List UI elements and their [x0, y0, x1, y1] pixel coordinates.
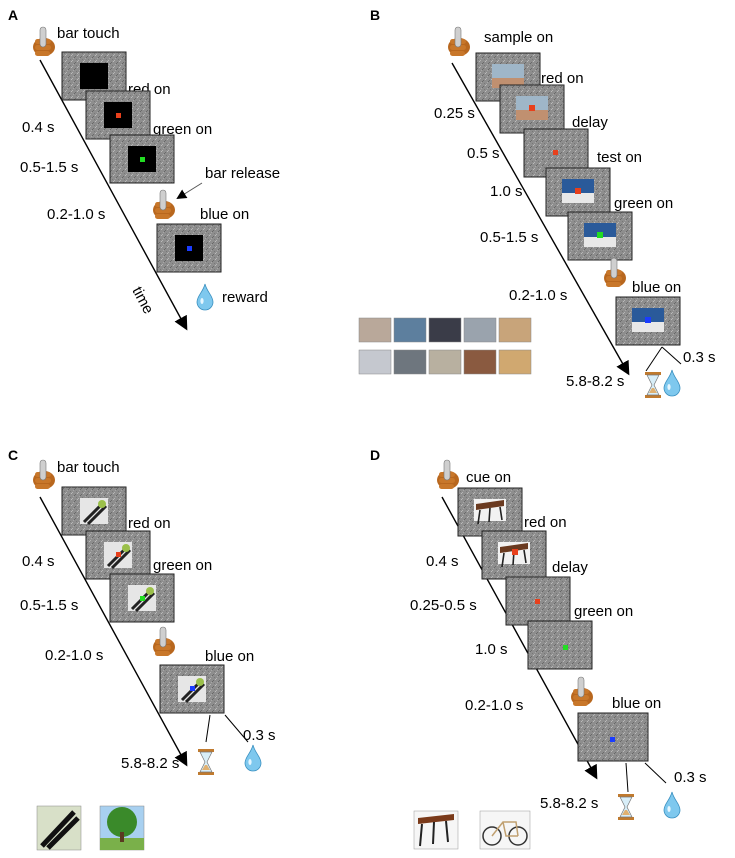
duration-0.4: 0.4 s: [426, 553, 459, 570]
blue-dot: [187, 246, 192, 251]
thumbnail: [463, 349, 497, 375]
panel-c: C bar touch red on green on 0.4 s 0.5-1.…: [8, 447, 276, 851]
duration-0.5: 0.5 s: [467, 145, 500, 162]
duration-0.2-1.0: 0.2-1.0 s: [465, 697, 523, 714]
time-axis-label: time: [128, 284, 156, 317]
duration-0.5-1.5: 0.5-1.5 s: [480, 229, 538, 246]
thumbnail: [393, 349, 427, 375]
screen-d4: [527, 620, 593, 670]
black-square: [80, 63, 108, 89]
timeline-arrow-d: [441, 496, 598, 780]
duration-0.4: 0.4 s: [22, 119, 55, 136]
event-reward: reward: [222, 289, 268, 306]
duration-0.4: 0.4 s: [22, 553, 55, 570]
thumbnail: [428, 349, 462, 375]
hourglass-icon: [197, 748, 215, 776]
event-green-on: green on: [614, 195, 673, 212]
hand-bar-icon: [447, 26, 471, 57]
duration-0.2-1.0: 0.2-1.0 s: [45, 647, 103, 664]
thumbnail: [498, 317, 532, 343]
water-drop-icon: [196, 283, 214, 311]
thumbnail: [428, 317, 462, 343]
duration-1.0: 1.0 s: [475, 641, 508, 658]
hand-release-icon: [152, 189, 176, 220]
water-drop-icon: [244, 744, 262, 772]
duration-0.25-0.5: 0.25-0.5 s: [410, 597, 477, 614]
event-blue-on: blue on: [200, 206, 249, 223]
sample-image-set: [358, 317, 532, 375]
panel-a: A time bar touch red on green on 0.4 s 0…: [8, 7, 280, 331]
green-dot: [140, 157, 145, 162]
duration-0.2-1.0: 0.2-1.0 s: [509, 287, 567, 304]
duration-0.5-1.5: 0.5-1.5 s: [20, 159, 78, 176]
timeline-arrow-a: [39, 59, 188, 331]
thumbnail: [358, 317, 392, 343]
thumbnail: [393, 317, 427, 343]
event-cue-on: cue on: [466, 469, 511, 486]
event-red-on: red on: [524, 514, 567, 531]
duration-1.0: 1.0 s: [490, 183, 523, 200]
event-red-on: red on: [128, 515, 171, 532]
timeline-arrow-c: [39, 496, 188, 767]
hand-release-icon: [152, 626, 176, 657]
duration-0.3: 0.3 s: [243, 727, 276, 744]
thumbnail: [498, 349, 532, 375]
hand-bar-icon: [32, 459, 56, 490]
screen-d5: [577, 712, 649, 762]
duration-0.25: 0.25 s: [434, 105, 475, 122]
event-bar-touch: bar touch: [57, 459, 120, 476]
event-red-on: red on: [541, 70, 584, 87]
hourglass-icon: [644, 371, 662, 399]
hand-release-icon: [570, 676, 594, 707]
duration-0.3: 0.3 s: [674, 769, 707, 786]
water-drop-icon: [663, 369, 681, 397]
event-delay: delay: [552, 559, 588, 576]
duration-5.8-8.2: 5.8-8.2 s: [540, 795, 598, 812]
release-pointer: [176, 182, 203, 200]
hand-bar-icon: [436, 459, 460, 490]
image-pair: [413, 810, 531, 850]
timeline-arrow-b: [451, 62, 630, 376]
hourglass-icon: [617, 793, 635, 821]
event-bar-release: bar release: [205, 165, 280, 182]
duration-5.8-8.2: 5.8-8.2 s: [566, 373, 624, 390]
event-blue-on: blue on: [612, 695, 661, 712]
water-drop-icon: [663, 791, 681, 819]
event-delay: delay: [572, 114, 608, 131]
panel-d: D cue on red on delay 0.4 s green on 0.2…: [370, 447, 707, 850]
image-pair: [36, 805, 145, 851]
panel-c-letter: C: [8, 447, 18, 463]
event-blue-on: blue on: [205, 648, 254, 665]
red-dot: [116, 113, 121, 118]
event-green-on: green on: [153, 121, 212, 138]
event-green-on: green on: [153, 557, 212, 574]
event-sample-on: sample on: [484, 29, 553, 46]
event-green-on: green on: [574, 603, 633, 620]
event-test-on: test on: [597, 149, 642, 166]
panel-a-letter: A: [8, 7, 18, 23]
duration-0.3: 0.3 s: [683, 349, 716, 366]
thumbnail: [463, 317, 497, 343]
event-bar-touch: bar touch: [57, 25, 120, 42]
duration-0.5-1.5: 0.5-1.5 s: [20, 597, 78, 614]
event-blue-on: blue on: [632, 279, 681, 296]
duration-5.8-8.2: 5.8-8.2 s: [121, 755, 179, 772]
duration-0.2-1.0: 0.2-1.0 s: [47, 206, 105, 223]
panel-b: B sample on red on delay 0.25 s test on …: [358, 7, 716, 399]
panel-b-letter: B: [370, 7, 380, 23]
hand-bar-icon: [32, 26, 56, 57]
panel-d-letter: D: [370, 447, 380, 463]
hand-release-icon: [603, 257, 627, 288]
thumbnail: [358, 349, 392, 375]
